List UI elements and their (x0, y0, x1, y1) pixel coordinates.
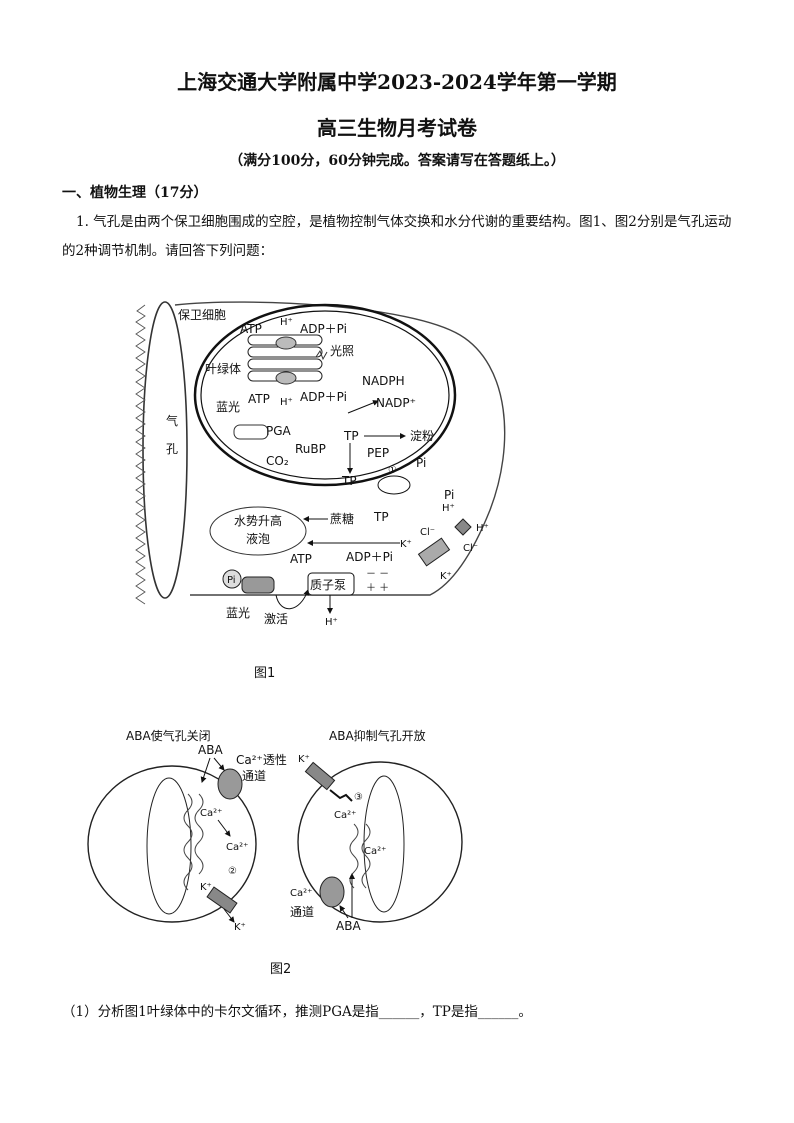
aba-right-label: ABA (336, 919, 361, 933)
pi2-label: Pi (444, 488, 454, 502)
exam-title-line2: 高三生物月考试卷 (317, 116, 477, 140)
fig2-left-title: ABA使气孔关闭 (126, 728, 211, 743)
sucrose-label: 蔗糖 (330, 511, 354, 526)
cl2-label: Cl⁻ (463, 543, 478, 554)
h-bottom-label: H⁺ (325, 617, 338, 628)
h-mid-label: H⁺ (280, 397, 293, 408)
ca-c-label: Ca²⁺ (334, 810, 356, 821)
k-right-label: K⁺ (298, 754, 310, 765)
cl1-label: Cl⁻ (420, 527, 435, 538)
h-right-label: H⁺ (442, 503, 455, 514)
k-out-label: K⁺ (440, 571, 452, 582)
circle2-label: ② (228, 866, 237, 877)
guard-cell-label: 保卫细胞 (178, 308, 226, 322)
blue-light-bottom-label: 蓝光 (226, 606, 250, 620)
vacuole-line1: 水势升高 (234, 513, 282, 528)
pi-bottom-label: Pi (227, 575, 236, 586)
fig2-right-title: ABA抑制气孔开放 (329, 728, 426, 743)
k-left-label: K⁺ (200, 882, 212, 893)
light-label: 光照 (330, 344, 354, 358)
k-in-label: K⁺ (400, 539, 412, 550)
figure1-diagram: 气 孔 保卫细胞 叶绿体 ATP H⁺ ADP＋Pi 光照 ATP H⁺ ADP… (135, 301, 506, 628)
adp-mid-label: ADP＋Pi (300, 390, 347, 404)
plus-label: ＋ ＋ (366, 583, 389, 594)
pi1-label: Pi (416, 456, 426, 470)
ca-channel-right-label: Ca²⁺ (290, 888, 312, 899)
chloroplast-label: 叶绿体 (205, 361, 241, 376)
starch-label: 淀粉 (410, 429, 434, 443)
circle3-label: ③ (354, 792, 363, 803)
co2-label: CO₂ (266, 454, 289, 468)
vacuole-line2: 液泡 (246, 531, 270, 546)
nadp-label: NADP⁺ (376, 396, 416, 410)
nadph-label: NADPH (362, 374, 405, 388)
adp-top-label: ADP＋Pi (300, 322, 347, 336)
exam-title-line1: 上海交通大学附属中学2023-2024学年第一学期 (177, 70, 617, 94)
minus-label: － － (366, 569, 389, 580)
pep-label: PEP (367, 446, 389, 460)
atp-mid-label: ATP (248, 392, 270, 406)
aba-left-label: ABA (198, 743, 223, 757)
stoma-label-a: 气 (166, 413, 178, 428)
question1-intro: 1. 气孔是由两个保卫细胞围成的空腔，是植物控制气体交换和水分代谢的重要结构。图… (62, 214, 732, 259)
activate-label: 激活 (264, 612, 288, 626)
figure1-caption: 图1 (254, 666, 276, 681)
figure2-caption: 图2 (270, 962, 292, 977)
circle1-label: ① (388, 465, 397, 476)
ca-channel-left-label: Ca²⁺透性 (236, 753, 287, 767)
adp-bottom-label: ADP＋Pi (346, 550, 393, 564)
blue-light-top-label: 蓝光 (216, 400, 240, 414)
tp2-label: TP (341, 474, 357, 488)
ca-b-label: Ca²⁺ (226, 842, 248, 853)
stoma-label-b: 孔 (166, 442, 178, 456)
section-heading: 一、植物生理（17分） (62, 185, 208, 201)
k-left-out-label: K⁺ (234, 922, 246, 933)
figure2-diagram: ABA使气孔关闭 ABA抑制气孔开放 ABA Ca²⁺透性 通道 Ca²⁺ Ca… (87, 728, 463, 933)
h-far-label: H⁺ (476, 523, 489, 534)
h-top-label: H⁺ (280, 317, 293, 328)
pga-label: PGA (266, 424, 292, 438)
ca-a-label: Ca²⁺ (200, 808, 222, 819)
atp-top-label: ATP (240, 322, 262, 336)
ca-d-label: Ca²⁺ (364, 846, 386, 857)
question1-part1: （1）分析图1叶绿体中的卡尔文循环，推测PGA是指______，TP是指____… (62, 1004, 532, 1020)
rubp-label: RuBP (295, 442, 326, 456)
tp1-label: TP (343, 429, 359, 443)
channel-word-left: 通道 (242, 769, 266, 783)
proton-pump-label: 质子泵 (310, 578, 346, 592)
atp-bottom-label: ATP (290, 552, 312, 566)
exam-instructions: （满分100分，60分钟完成。答案请写在答题纸上。） (229, 153, 565, 169)
tp3-label: TP (373, 510, 389, 524)
channel-word-right: 通道 (290, 905, 314, 919)
